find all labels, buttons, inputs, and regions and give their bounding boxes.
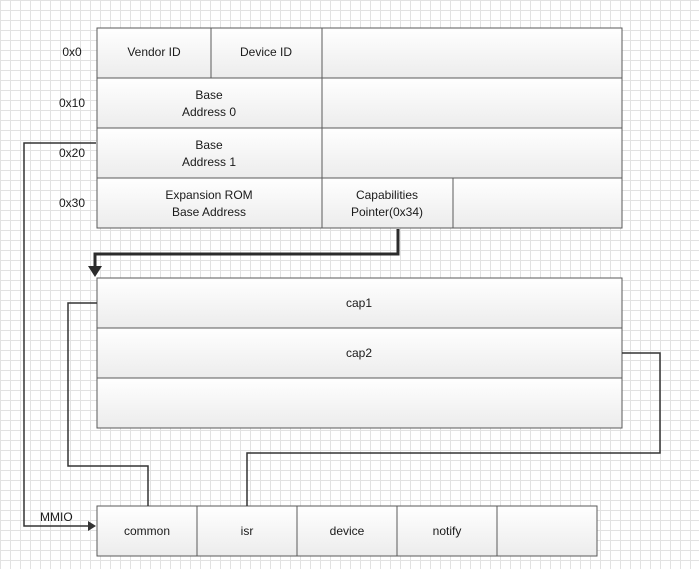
base-address-1-cell (96, 127, 323, 179)
cap2-to-isr-connector (246, 352, 661, 506)
mmio-label: MMIO (40, 510, 73, 524)
row1-empty-cell (321, 77, 623, 129)
common-text: common (124, 524, 170, 538)
cap2-cell (96, 327, 623, 379)
isr-cell (196, 505, 298, 557)
bar1-to-mmio-connector (23, 142, 96, 527)
cap-pointer-connector (93, 229, 400, 268)
offset-label: 0x20 (59, 146, 85, 160)
cap-pointer-line2: Pointer(0x34) (351, 205, 423, 219)
rom-line1: Expansion ROM (165, 188, 252, 202)
offset-label: 0x30 (59, 196, 85, 210)
rom-line2: Base Address (172, 205, 246, 219)
device-id-cell (210, 27, 323, 79)
mmio-empty-cell (496, 505, 598, 557)
cap2-text: cap2 (346, 346, 372, 360)
config-space-table: 0x0 0x10 0x20 0x30 Vendor ID Device ID B… (59, 27, 623, 229)
device-id-text: Device ID (240, 45, 292, 59)
cap-pointer-line1: Capabilities (356, 188, 418, 202)
row2-empty-cell (321, 127, 623, 179)
connectors (23, 142, 661, 531)
bar0-line2: Address 0 (182, 105, 236, 119)
expansion-rom-cell (96, 177, 323, 229)
bar1-line1: Base (195, 138, 223, 152)
notify-text: notify (433, 524, 462, 538)
capabilities-pointer-cell (321, 177, 454, 229)
bar1-line2: Address 1 (182, 155, 236, 169)
mmio-arrowhead (88, 521, 96, 531)
device-cell (296, 505, 398, 557)
mmio-region: common isr device notify MMIO (40, 505, 598, 557)
common-cell (96, 505, 198, 557)
row3-empty-cell (452, 177, 623, 229)
cap-pointer-arrowhead (88, 266, 102, 277)
base-address-0-cell (96, 77, 323, 129)
cap1-cell (96, 277, 623, 329)
capability-list: cap1 cap2 (96, 277, 623, 429)
vendor-id-cell (96, 27, 212, 79)
device-text: device (330, 524, 365, 538)
offset-label: 0x0 (62, 45, 82, 59)
vendor-id-text: Vendor ID (127, 45, 181, 59)
offset-label: 0x10 (59, 96, 85, 110)
cap1-text: cap1 (346, 296, 372, 310)
cap1-to-common-connector (67, 302, 149, 506)
bar0-line1: Base (195, 88, 223, 102)
isr-text: isr (241, 524, 254, 538)
cap3-empty-cell (96, 377, 623, 429)
notify-cell (396, 505, 498, 557)
row0-empty-cell (321, 27, 623, 79)
